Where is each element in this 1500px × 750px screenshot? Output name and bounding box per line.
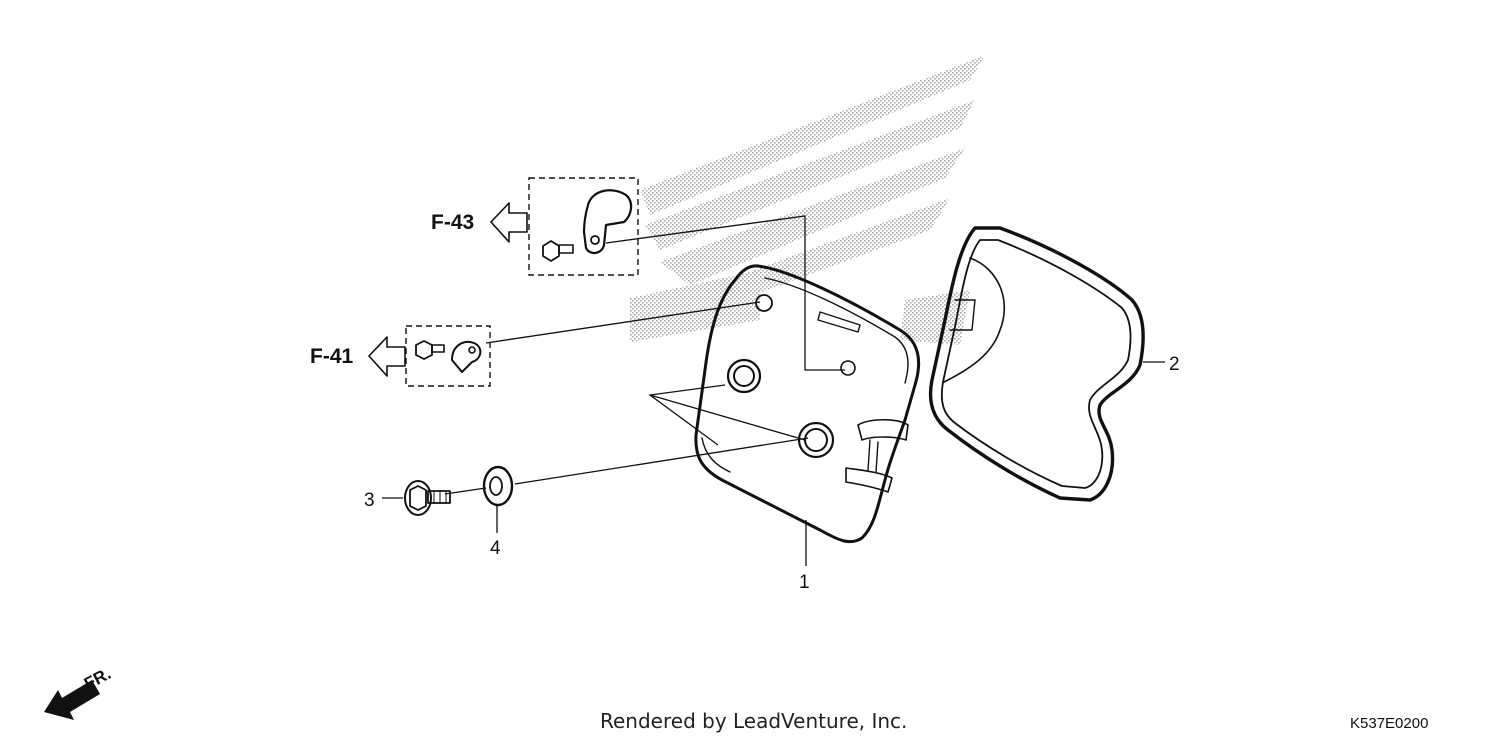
- flange-bolt: [404, 480, 451, 516]
- reference-label-f43: F-43: [431, 211, 474, 234]
- head-cover-gasket: [928, 226, 1145, 502]
- cylinder-head-cover: [694, 264, 921, 544]
- lower-reference-arrow: [368, 336, 406, 377]
- callout-1: 1: [799, 572, 810, 593]
- render-credit: Rendered by LeadVenture, Inc.: [600, 709, 908, 733]
- leader-washer-to-cover: [514, 437, 809, 485]
- sealing-washer: [482, 465, 514, 507]
- lower-reference-group: [405, 325, 491, 387]
- reference-label-f41: F-41: [310, 345, 354, 368]
- grommet-upper: [726, 358, 762, 394]
- front-direction-arrow-icon: [44, 680, 100, 720]
- leader-clamp-lower: [485, 301, 761, 344]
- engine-shading: [630, 55, 985, 345]
- leader-lines: [382, 215, 1165, 566]
- leader-clamp-upper: [605, 215, 845, 371]
- upper-reference-group: [528, 177, 639, 276]
- upper-reference-arrow: [490, 202, 528, 243]
- callout-3: 3: [364, 490, 375, 511]
- diagram-code: K537E0200: [1350, 715, 1429, 732]
- grommet-lower: [797, 421, 835, 459]
- callout-2: 2: [1169, 354, 1180, 375]
- callout-4: 4: [490, 538, 501, 559]
- leader-bolt-to-washer: [444, 487, 487, 495]
- leader-grommets: [648, 384, 806, 446]
